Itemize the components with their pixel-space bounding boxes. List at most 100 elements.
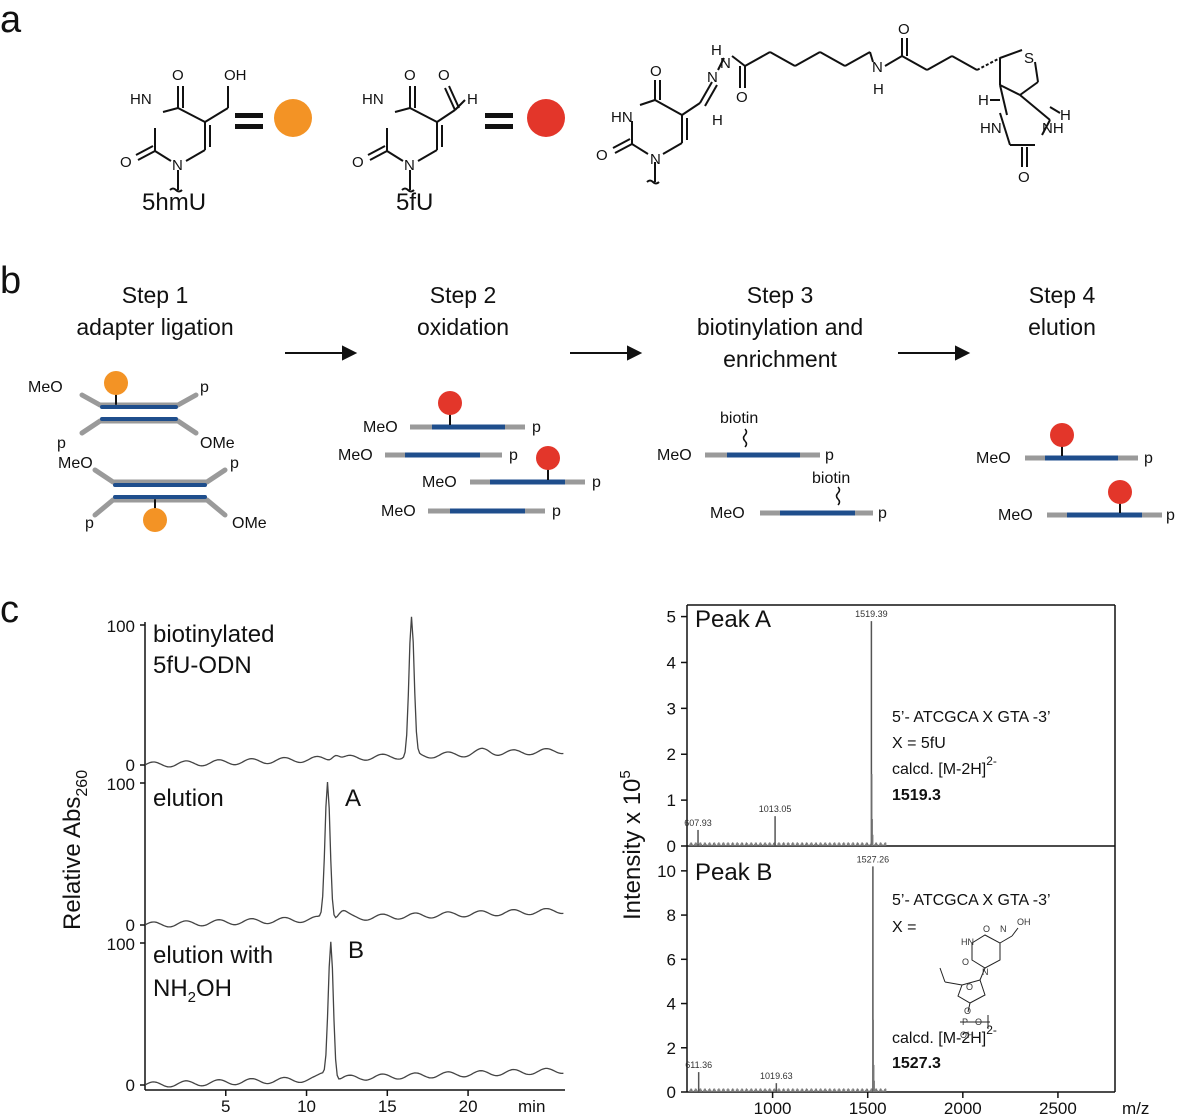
hplc-ylabel: Relative Abs260 xyxy=(59,770,91,930)
peak-b-calcd-main: calcd. [M-2H] xyxy=(892,1030,986,1047)
peak-a-y-tick-label: 0 xyxy=(667,837,676,856)
nuc-atom-p: P xyxy=(962,1017,968,1027)
mol3-atom-h4: H xyxy=(1060,107,1071,124)
mol3-atom-n4: N xyxy=(650,151,661,168)
ms-ylabel-sup: 5 xyxy=(617,770,634,778)
s3-meo-1: MeO xyxy=(657,447,692,464)
trace3-ymin: 0 xyxy=(126,1076,135,1095)
s2-p-3: p xyxy=(592,474,601,491)
peak-a-noise xyxy=(688,842,887,846)
mol2-h: H xyxy=(467,91,478,108)
s4-meo-1: MeO xyxy=(976,450,1011,467)
mol2-hn: HN xyxy=(362,91,384,108)
hplc-trace-2 xyxy=(144,781,564,928)
peak-b-y-tick-label: 4 xyxy=(667,995,676,1014)
s1-meo-2: MeO xyxy=(58,455,93,472)
trace2-peak-label: A xyxy=(345,785,361,812)
mol3-atom-nh: NH xyxy=(1042,120,1064,137)
mol2-name: 5fU xyxy=(396,189,433,216)
ms-ylabel-main: Intensity x 10 xyxy=(619,779,646,920)
nuc-atom-o2: O xyxy=(962,957,969,967)
ms-x-tick-label: 2000 xyxy=(944,1099,982,1117)
s1-p-2: p xyxy=(57,435,66,452)
hplc-ylabel-sub: 260 xyxy=(74,770,91,797)
hplc-x-tick-label: 20 xyxy=(459,1097,478,1116)
nuc-atom-o4: O xyxy=(964,1006,971,1016)
molecule-5hmu xyxy=(135,86,229,193)
nuc-atom-oh: OH xyxy=(1017,917,1031,927)
step2-strands xyxy=(385,391,585,514)
nuc-atom-oh2: OH xyxy=(960,1030,974,1040)
step-3-title: Step 3 xyxy=(747,282,814,308)
nuc-atom-o: O xyxy=(983,924,990,934)
ms-x-tick-label: 1000 xyxy=(754,1099,792,1117)
s3-p-2: p xyxy=(878,505,887,522)
hplc-x-tick-label: 15 xyxy=(378,1097,397,1116)
peak-b-y-tick-label: 0 xyxy=(667,1083,676,1102)
step-2-subtitle: oxidation xyxy=(417,314,509,340)
ms-xlabel: m/z xyxy=(1122,1099,1149,1117)
mol1-hn: HN xyxy=(130,91,152,108)
mol2-o-top: O xyxy=(404,67,416,84)
peak-b-mass: 1527.3 xyxy=(892,1055,941,1072)
peak-a-xdef: X = 5fU xyxy=(892,735,946,752)
s3-p-1: p xyxy=(825,447,834,464)
step4-strands xyxy=(1025,423,1162,518)
ms-axes xyxy=(686,604,1116,1093)
trace1-label: biotinylated xyxy=(153,621,274,648)
trace3-label2: NH2OH xyxy=(153,975,232,1006)
s2-meo-1: MeO xyxy=(363,419,398,436)
trace3-ymax: 100 xyxy=(107,935,135,954)
s1-ome-2: OMe xyxy=(232,515,267,532)
equals-sign-1 xyxy=(235,113,263,129)
step-4-subtitle: elution xyxy=(1028,314,1096,340)
peak-a-y-tick-label: 3 xyxy=(667,699,676,718)
peak-b-peak-label: 1527.26 xyxy=(857,854,890,864)
hplc-x-tick-label: 5 xyxy=(221,1097,230,1116)
step-2-title: Step 2 xyxy=(430,282,497,308)
s2-p-2: p xyxy=(509,447,518,464)
panel-b-label: b xyxy=(0,260,21,302)
nuc-atom-hn: HN xyxy=(961,937,974,947)
mol3-atom-h2: H xyxy=(873,81,884,98)
panel-a-label: a xyxy=(0,0,22,41)
peak-b-y-tick-label: 8 xyxy=(667,906,676,925)
trace1-label2: 5fU-ODN xyxy=(153,652,252,679)
mol3-atom-o3: O xyxy=(1018,169,1030,186)
ms-ylabel: Intensity x 105 xyxy=(617,770,646,920)
step-4-title: Step 4 xyxy=(1029,282,1096,308)
peak-a-y-tick-label: 4 xyxy=(667,653,676,672)
s1-ome-1: OMe xyxy=(200,435,235,452)
5fu-red-circle-icon xyxy=(527,99,565,137)
peak-b-calcd-sup: 2- xyxy=(986,1023,997,1037)
ms-x-tick-label: 2500 xyxy=(1039,1099,1077,1117)
trace3-label: elution with xyxy=(153,942,273,969)
trace1-ymin: 0 xyxy=(126,756,135,775)
ms-x-tick-label: 1500 xyxy=(849,1099,887,1117)
mol3-atom-n2: N xyxy=(707,69,718,86)
hplc-trace-1 xyxy=(144,616,564,768)
hplc-axes xyxy=(140,622,565,1091)
mol3-atom-s: S xyxy=(1024,50,1034,67)
peak-a-calcd-main: calcd. [M-2H] xyxy=(892,761,986,778)
arrow-1-icon xyxy=(342,345,358,361)
s2-p-4: p xyxy=(552,503,561,520)
s3-biotin-2: biotin xyxy=(812,470,850,487)
molecule-5fu xyxy=(367,85,466,193)
peak-b-y-tick-label: 6 xyxy=(667,950,676,969)
panel-c-label: c xyxy=(0,589,19,631)
mol3-atom-o5: O xyxy=(596,147,608,164)
mol1-o-top: O xyxy=(172,67,184,84)
mol1-name: 5hmU xyxy=(142,189,206,216)
peak-b-y-tick-label: 2 xyxy=(667,1039,676,1058)
s3-biotin-1: biotin xyxy=(720,410,758,427)
s2-meo-2: MeO xyxy=(338,447,373,464)
mol3-atom-o4: O xyxy=(650,63,662,80)
peak-a-calcd: calcd. [M-2H]2- xyxy=(892,754,997,778)
arrow-2-icon xyxy=(627,345,643,361)
mol1-n: N xyxy=(172,157,183,174)
step-arrows xyxy=(285,345,971,361)
peak-b-noise xyxy=(688,1088,887,1092)
